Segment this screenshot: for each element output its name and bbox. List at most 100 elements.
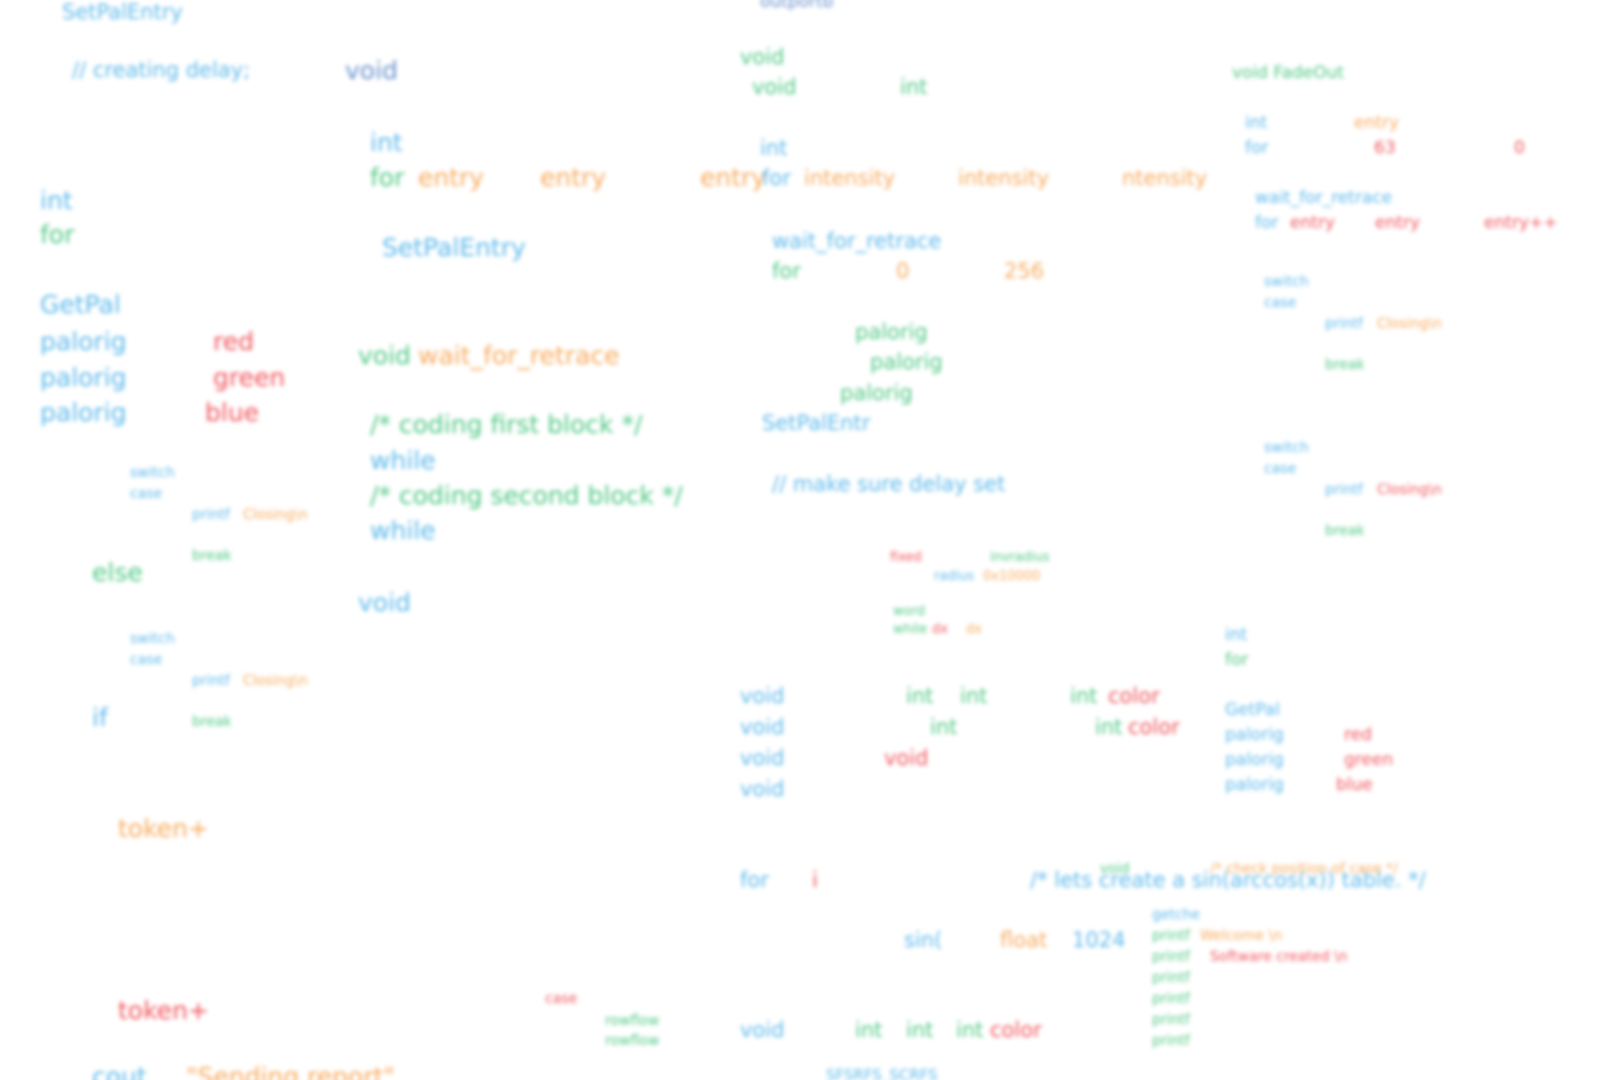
word-void: void [740, 777, 785, 801]
word-switch: switch [1264, 440, 1309, 456]
word-zero: 0 [896, 259, 910, 283]
word-color: color [990, 1018, 1042, 1042]
word-int: int [906, 1018, 934, 1042]
word-entry: entry [418, 163, 485, 192]
word-cout: cout [92, 1062, 147, 1080]
word-int: int [1245, 113, 1268, 133]
word-sin: sin( [904, 928, 943, 952]
word-void-fadeout: void FadeOut [1232, 63, 1345, 83]
word-printf: printf [1152, 970, 1190, 986]
word-rowflow: rowflow [605, 1013, 660, 1029]
word-setpalentr: SetPalEntr [762, 411, 871, 435]
word-void: void [752, 75, 797, 99]
word-while: while [370, 446, 436, 475]
word-closing: Closing\n [243, 507, 308, 523]
word-word: word [893, 604, 925, 619]
word-palorig: palorig [1225, 750, 1284, 770]
word-outportb: outportb [760, 0, 834, 12]
word-dx: dx [932, 622, 948, 637]
word-setpalentry: SetPalEntry [382, 233, 526, 262]
word-switch: switch [130, 465, 175, 481]
word-red: red [1344, 725, 1372, 745]
word-void: void [740, 684, 785, 708]
word-void: void [358, 588, 411, 617]
word-palorig: palorig [840, 381, 913, 405]
word-comment-delay-set: // make sure delay set [772, 472, 1006, 496]
word-break: break [1325, 357, 1365, 373]
word-dx: dx [966, 622, 982, 637]
word-printf: printf [1152, 1012, 1190, 1028]
word-getpal: GetPal [40, 290, 121, 319]
word-for: for [1255, 213, 1279, 233]
word-printf: printf [192, 673, 230, 689]
word-entry-inc: entry++ [1484, 213, 1558, 233]
word-1024: 1024 [1072, 928, 1126, 952]
word-sending-report: "Sending report" [186, 1062, 395, 1080]
word-case: case [1264, 295, 1297, 311]
word-case: case [545, 991, 578, 1007]
word-int: int [930, 715, 958, 739]
word-printf: printf [1152, 1033, 1190, 1049]
word-rowflow: rowflow [605, 1033, 660, 1049]
word-void: void [740, 1018, 785, 1042]
word-entry: entry [1290, 213, 1335, 233]
word-palorig: palorig [855, 320, 928, 344]
word-63: 63 [1374, 138, 1396, 158]
word-ntensity: ntensity [1122, 166, 1208, 190]
word-int: int [906, 684, 934, 708]
word-wait-for-retrace: wait_for_retrace [1255, 188, 1393, 208]
word-if: if [92, 703, 108, 732]
word-int: int [960, 684, 988, 708]
word-int: int [1225, 625, 1248, 645]
word-for: for [1225, 650, 1249, 670]
word-entry: entry [700, 163, 767, 192]
word-palorig: palorig [40, 398, 127, 427]
word-wait-for-retrace: wait_for_retrace [772, 229, 942, 253]
word-for: for [40, 220, 75, 249]
word-token-plus: token+ [118, 996, 209, 1025]
word-void: void [345, 56, 398, 85]
word-for: for [370, 163, 405, 192]
word-switch: switch [130, 631, 175, 647]
word-color: color [1108, 684, 1160, 708]
word-printf: printf [1325, 316, 1363, 332]
word-printf: printf [1325, 482, 1363, 498]
word-invradius: invradius [990, 550, 1050, 565]
word-hex: 0x10000 [983, 569, 1041, 584]
word-entry: entry [1375, 213, 1420, 233]
word-printf: printf [1152, 991, 1190, 1007]
word-for: for [1245, 138, 1269, 158]
word-case: case [130, 652, 163, 668]
word-else: else [92, 558, 143, 587]
word-printf: printf [192, 507, 230, 523]
word-for: for [772, 259, 801, 283]
word-comment-sin: /* lets create a sin(arccos(x)) table. *… [1030, 868, 1426, 892]
word-void: void [884, 746, 929, 770]
word-palorig: palorig [1225, 775, 1284, 795]
word-blue: blue [205, 398, 260, 427]
word-case: case [130, 486, 163, 502]
word-i: i [812, 868, 818, 892]
word-entry: entry [540, 163, 607, 192]
word-comment-delay: // creating delay; [72, 58, 251, 82]
word-software: Software created \n [1210, 949, 1348, 965]
word-fixed: fixed [890, 550, 922, 565]
word-red: red [213, 327, 254, 356]
word-printf: printf [1152, 949, 1190, 965]
word-for: for [740, 868, 769, 892]
word-closing: Closing\n [243, 673, 308, 689]
word-void: void [1100, 861, 1130, 877]
word-setpalentry: SetPalEntry [62, 0, 183, 24]
word-palorig: palorig [40, 363, 127, 392]
word-token-plus: token+ [118, 814, 209, 843]
word-int: int [1070, 684, 1098, 708]
word-getche: getche [1152, 907, 1201, 923]
word-int: int [855, 1018, 883, 1042]
word-palorig: palorig [40, 327, 127, 356]
word-intensity: intensity [958, 166, 1050, 190]
word-while: while [893, 622, 928, 637]
word-256: 256 [1004, 259, 1045, 283]
word-radius: radius [934, 569, 975, 584]
word-intensity: intensity [804, 166, 896, 190]
